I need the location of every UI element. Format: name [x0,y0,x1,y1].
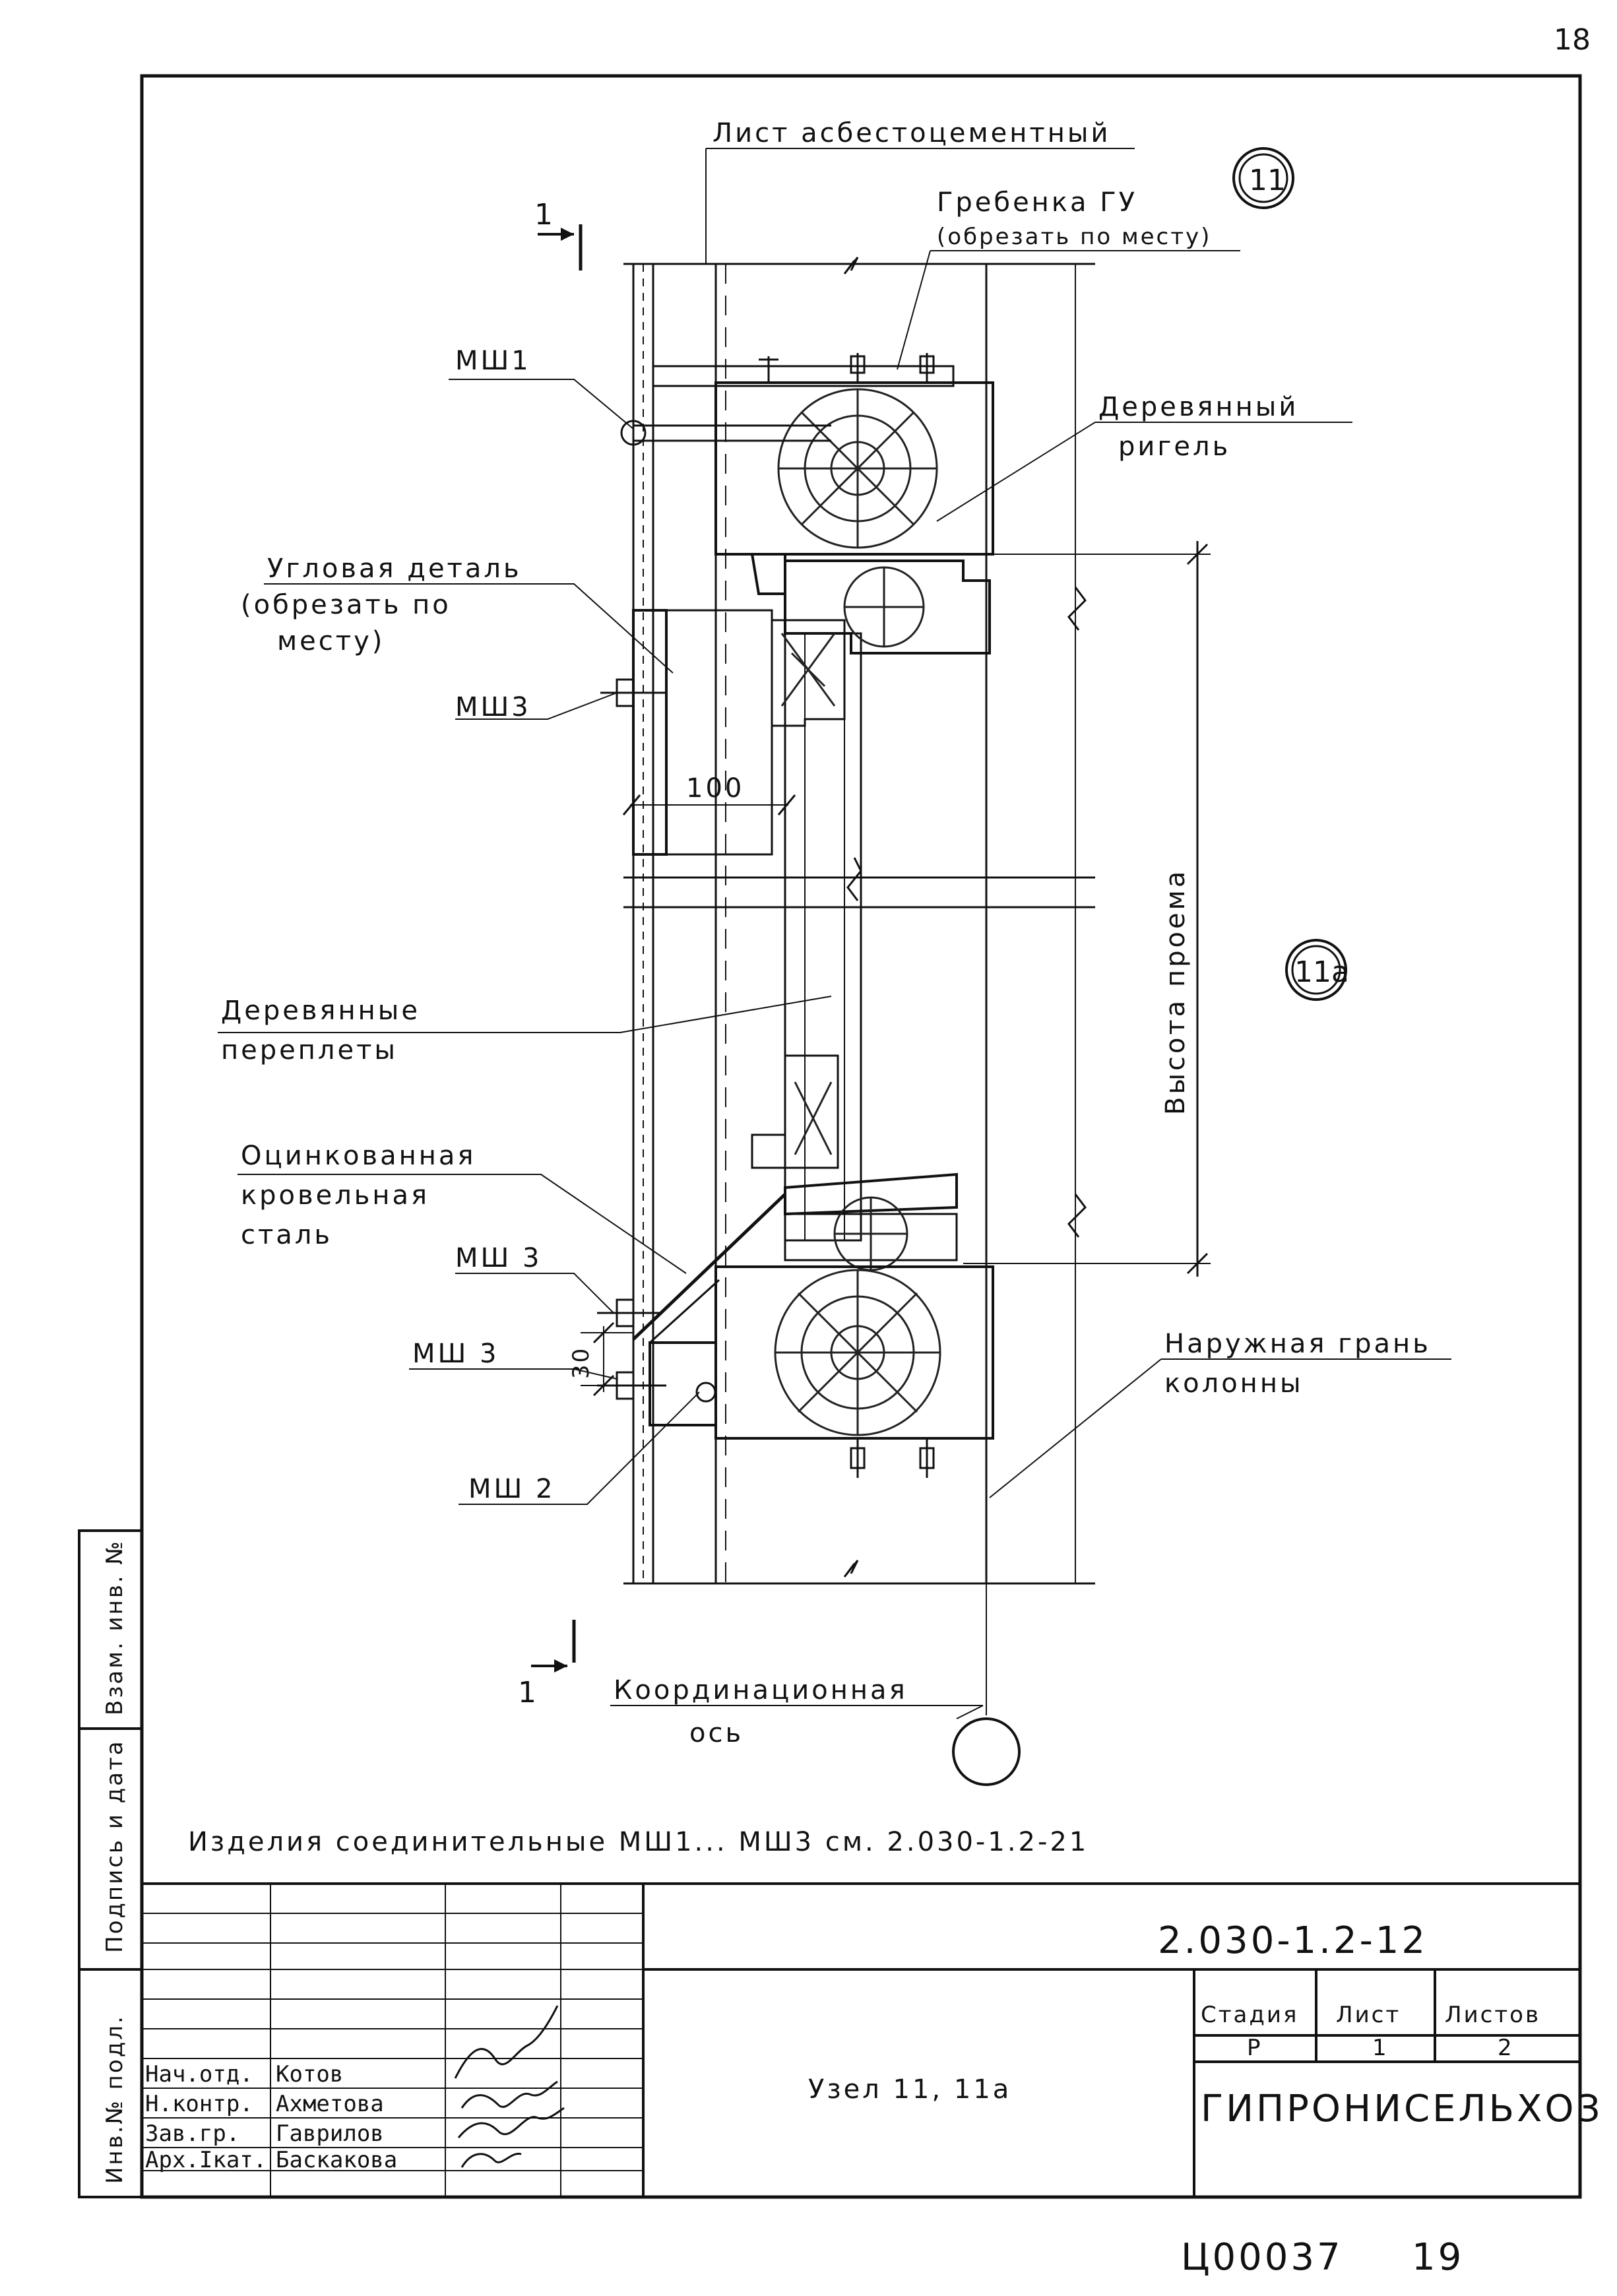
staff-name: Ахметова [276,2091,384,2117]
doc-code: 2.030-1.2-12 [1158,1919,1428,1962]
label-outer-face-1: Наружная грань [1164,1329,1431,1359]
node-11-label: 11 [1249,164,1286,197]
label-wooden-girt-2: ригель [1118,431,1230,462]
label-msh2: МШ 2 [468,1474,555,1504]
sheet-header: Лист [1336,2002,1401,2028]
staff-role: Зав.гр. [145,2121,239,2147]
window-head [600,553,991,856]
coordination-axis-circle [952,1717,1021,1786]
label-corner-detail-2: (обрезать по [241,590,451,620]
page-number: 18 [1554,23,1591,57]
label-corner-detail-3: месту) [277,626,385,656]
opening-height-label: Высота проема [1160,869,1191,1115]
label-outer-face-2: колонны [1164,1368,1304,1399]
bottom-stamp-code: Ц00037 [1181,2236,1343,2279]
dimension-100-label: 100 [686,773,744,804]
note-connectors: Изделия соединительные МШ1... МШ3 см. 2.… [188,1827,1089,1857]
stage-value: Р [1247,2035,1263,2061]
staff-role: Нач.отд. [145,2061,253,2088]
label-wooden-frames-2: переплеты [221,1035,398,1066]
side-stamp-inv-orig: Инв.№ подл. [102,2014,128,2184]
section-mark-bottom-label: 1 [518,1676,536,1709]
node-11a-circle [1285,939,1347,1001]
node-11a-label: 11а [1294,955,1349,989]
staff-role: Арх.Ікат. [145,2147,267,2173]
label-galv-steel-3: сталь [241,1220,333,1250]
label-msh3-low: МШ 3 [412,1339,499,1369]
label-comb: Гребенка ГУ [937,187,1137,218]
dimension-30 [581,1322,633,1397]
wall-section [623,257,1095,1585]
side-stamp-vzam-inv: Взам. инв. № [102,1539,128,1715]
section-mark-bottom [531,1620,576,1673]
bottom-stamp-page: 19 [1412,2236,1464,2279]
sheet-frame [140,74,1582,2199]
staff-name: Баскакова [276,2147,397,2173]
node-11-circle [1232,147,1294,209]
sheets-header: Листов [1445,2002,1540,2028]
staff-name: Котов [276,2061,343,2088]
opening-height-dimension [963,541,1211,1277]
label-galv-steel-2: кровельная [241,1180,429,1211]
dimension-100 [622,794,796,815]
section-mark-top-label: 1 [534,198,553,232]
label-comb-note: (обрезать по месту) [937,224,1211,250]
label-coord-axis-2: ось [689,1718,744,1748]
label-corner-detail-1: Угловая деталь [267,554,522,584]
label-galv-steel-1: Оцинкованная [241,1141,476,1171]
dimension-30-label: 30 [568,1347,594,1379]
title-block-grid [142,1884,643,2197]
stage-header: Стадия [1201,2002,1298,2028]
sheets-value: 2 [1498,2035,1514,2061]
label-msh1: МШ1 [455,346,531,376]
title-block [142,1882,1580,2197]
label-wooden-girt-1: Деревянный [1098,392,1298,422]
staff-role: Н.контр. [145,2091,253,2117]
window-sill [632,1054,958,1344]
organization: ГИПРОНИСЕЛЬХОЗ [1201,2088,1602,2130]
drawing-title: Узел 11, 11а [808,2074,1011,2105]
bottom-wooden-girt [597,1265,994,1478]
signatures [454,2005,565,2168]
section-mark-top [538,224,583,271]
label-asbestos-sheet: Лист асбестоцементный [713,118,1110,148]
label-coord-axis-1: Координационная [614,1675,908,1706]
staff-name: Гаврилов [276,2121,384,2147]
label-msh3-mid: МШ 3 [455,1243,542,1273]
leader-lines [218,148,1451,1719]
sheet-value: 1 [1372,2035,1389,2061]
top-wooden-girt [620,353,994,556]
side-stamp [78,1529,143,2198]
side-stamp-sign-date: Подпись и дата [102,1739,128,1953]
label-wooden-frames-1: Деревянные [221,996,420,1026]
label-msh3-top: МШ3 [455,692,531,722]
